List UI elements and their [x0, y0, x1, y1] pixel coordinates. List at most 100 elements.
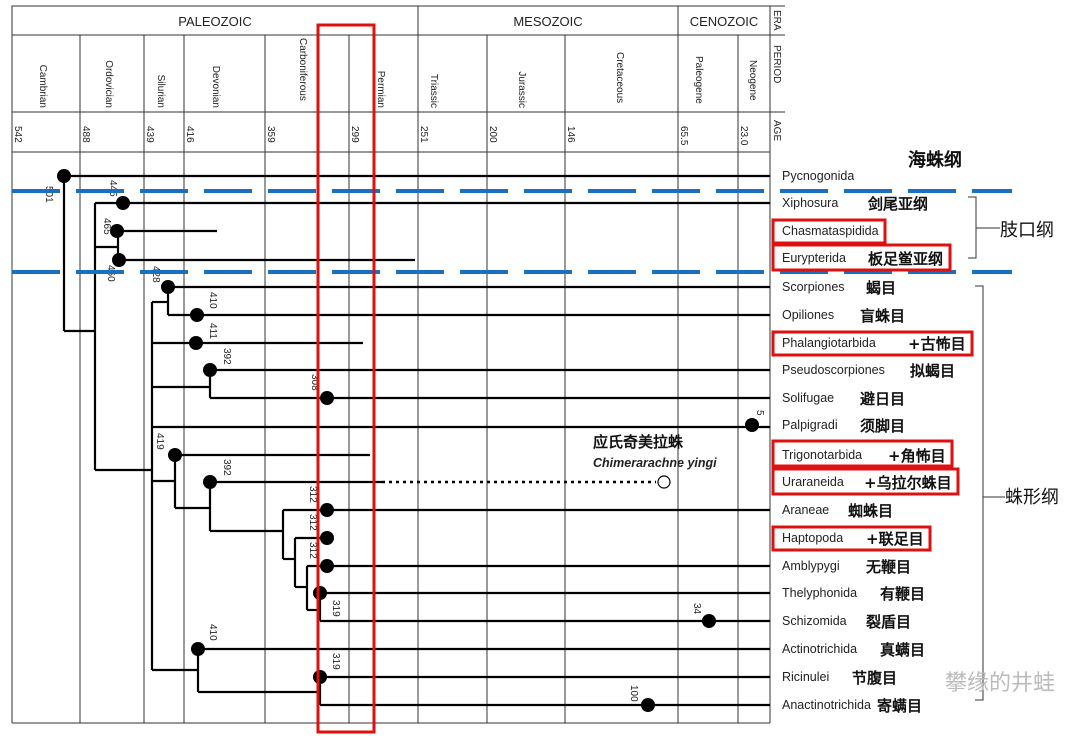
class-label-pycnogonida: 海蛛纲 [908, 149, 962, 171]
taxon-chinese-name: +乌拉尔蛛目 [864, 474, 952, 492]
header-frame [11, 5, 771, 153]
taxon-chinese-name: 有鞭目 [880, 585, 925, 603]
taxon-chinese-name: 板足鲎亚纲 [868, 250, 943, 268]
taxon-name: Pycnogonida [782, 169, 854, 183]
node-age-label: 445 [107, 180, 118, 197]
period-grid [11, 35, 771, 724]
era-label: MESOZOIC [513, 14, 582, 29]
node-age-label: 100 [628, 685, 639, 702]
taxon-chinese-name: +联足目 [866, 530, 924, 548]
period-label: Ordovician [103, 60, 114, 108]
row-label: PERIOD [771, 45, 782, 83]
taxon-name: Actinotrichida [782, 642, 857, 656]
age-label: 439 [144, 126, 155, 143]
taxon-chinese-name: 真螨目 [880, 641, 925, 659]
taxon-chinese-name: +古怖目 [908, 335, 966, 353]
taxon-name: Amblypygi [782, 559, 840, 573]
taxon-name: Trigonotarbida [782, 448, 862, 462]
taxon-chinese-name: +角怖目 [888, 447, 946, 465]
extinct-taxon-highlight [771, 330, 974, 357]
divergence-node [161, 280, 175, 294]
divergence-node [191, 642, 205, 656]
divergence-node [313, 670, 327, 684]
phylogenetic-tree: 5014454654604284104113923085419392312312… [43, 169, 770, 712]
divergence-node [116, 196, 130, 210]
node-age-label: 419 [154, 433, 165, 450]
watermark: 攀缘的井蛙 [945, 671, 1055, 696]
divergence-node [189, 336, 203, 350]
divergence-node [320, 531, 334, 545]
age-label: 23.0 [738, 126, 749, 146]
divergence-node [203, 475, 217, 489]
age-label: 146 [565, 126, 576, 143]
taxon-name: Uraraneida [782, 475, 844, 489]
taxon-chinese-name: 盲蛛目 [860, 307, 905, 325]
taxon-name: Haptopoda [782, 531, 843, 545]
era-label: CENOZOIC [690, 14, 759, 29]
node-age-label: 465 [101, 218, 112, 235]
taxon-name: Opiliones [782, 308, 834, 322]
row-label: ERA [771, 10, 782, 31]
age-label: 416 [184, 126, 195, 143]
node-age-label: 392 [221, 459, 232, 476]
taxon-name: Anactinotrichida [782, 698, 871, 712]
taxon-name: Thelyphonida [782, 586, 857, 600]
node-age-label: 428 [150, 266, 161, 283]
taxon-chinese-name: 避日目 [860, 390, 905, 408]
taxon-chinese-name: 节腹目 [852, 669, 897, 687]
taxon-name: Ricinulei [782, 670, 829, 684]
taxon-name: Chasmataspidida [782, 224, 879, 238]
divergence-node [112, 253, 126, 267]
taxon-name: Schizomida [782, 614, 847, 628]
period-label: Carboniferous [297, 38, 308, 101]
period-label: Cretaceous [614, 52, 625, 103]
node-age-label: 411 [207, 323, 218, 339]
period-label: Devonian [210, 66, 221, 108]
taxon-name: Scorpiones [782, 280, 845, 294]
taxon-chinese-name: 无鞭目 [865, 558, 911, 576]
node-age-label: 410 [207, 292, 218, 309]
period-label: Jurassic [516, 71, 527, 108]
divergence-node [641, 698, 655, 712]
node-age-label: 308 [309, 374, 320, 391]
class-label-arachnida: 蛛形纲 [1005, 487, 1059, 508]
period-label: Neogene [747, 60, 758, 101]
extinct-taxon-highlight [771, 243, 952, 272]
extinct-taxon-highlight [771, 525, 932, 552]
period-label: Paleogene [693, 56, 704, 104]
divergence-node [745, 418, 759, 432]
divergence-node [320, 559, 334, 573]
fossil-chinese-name: 应氏奇美拉蛛 [593, 433, 684, 451]
taxon-chinese-name: 拟蝎目 [910, 362, 955, 380]
taxon-chinese-name: 蝎目 [866, 279, 896, 297]
row-label: AGE [771, 120, 782, 141]
divergence-node [313, 586, 327, 600]
node-age-label: 392 [221, 348, 232, 365]
node-age-label: 312 [307, 542, 318, 559]
taxon-name: Araneae [782, 503, 829, 517]
merostomata-bracket [968, 196, 1000, 259]
node-age-label: 501 [43, 186, 54, 203]
age-label: 299 [349, 126, 360, 143]
node-age-label: 312 [307, 514, 318, 531]
taxon-chinese-name: 裂盾目 [865, 613, 911, 631]
node-age-label: 410 [207, 624, 218, 641]
period-label: Permian [375, 71, 386, 108]
highlight-overlay [12, 23, 1012, 734]
fossil-open-node [657, 475, 671, 489]
taxon-name: Eurypterida [782, 251, 846, 265]
carboniferous-highlight-box [316, 23, 376, 734]
node-age-label: 319 [330, 653, 341, 670]
extinct-taxon-highlight [771, 467, 960, 496]
divergence-node [110, 224, 124, 238]
age-label: 359 [265, 126, 276, 143]
divergence-node [57, 169, 71, 183]
taxon-name: Solifugae [782, 391, 834, 405]
period-label: Cambrian [37, 65, 48, 108]
node-age-label: 319 [330, 600, 341, 617]
period-label: Silurian [155, 75, 166, 108]
age-label: 488 [80, 126, 91, 143]
extinct-taxon-highlight [771, 439, 954, 468]
